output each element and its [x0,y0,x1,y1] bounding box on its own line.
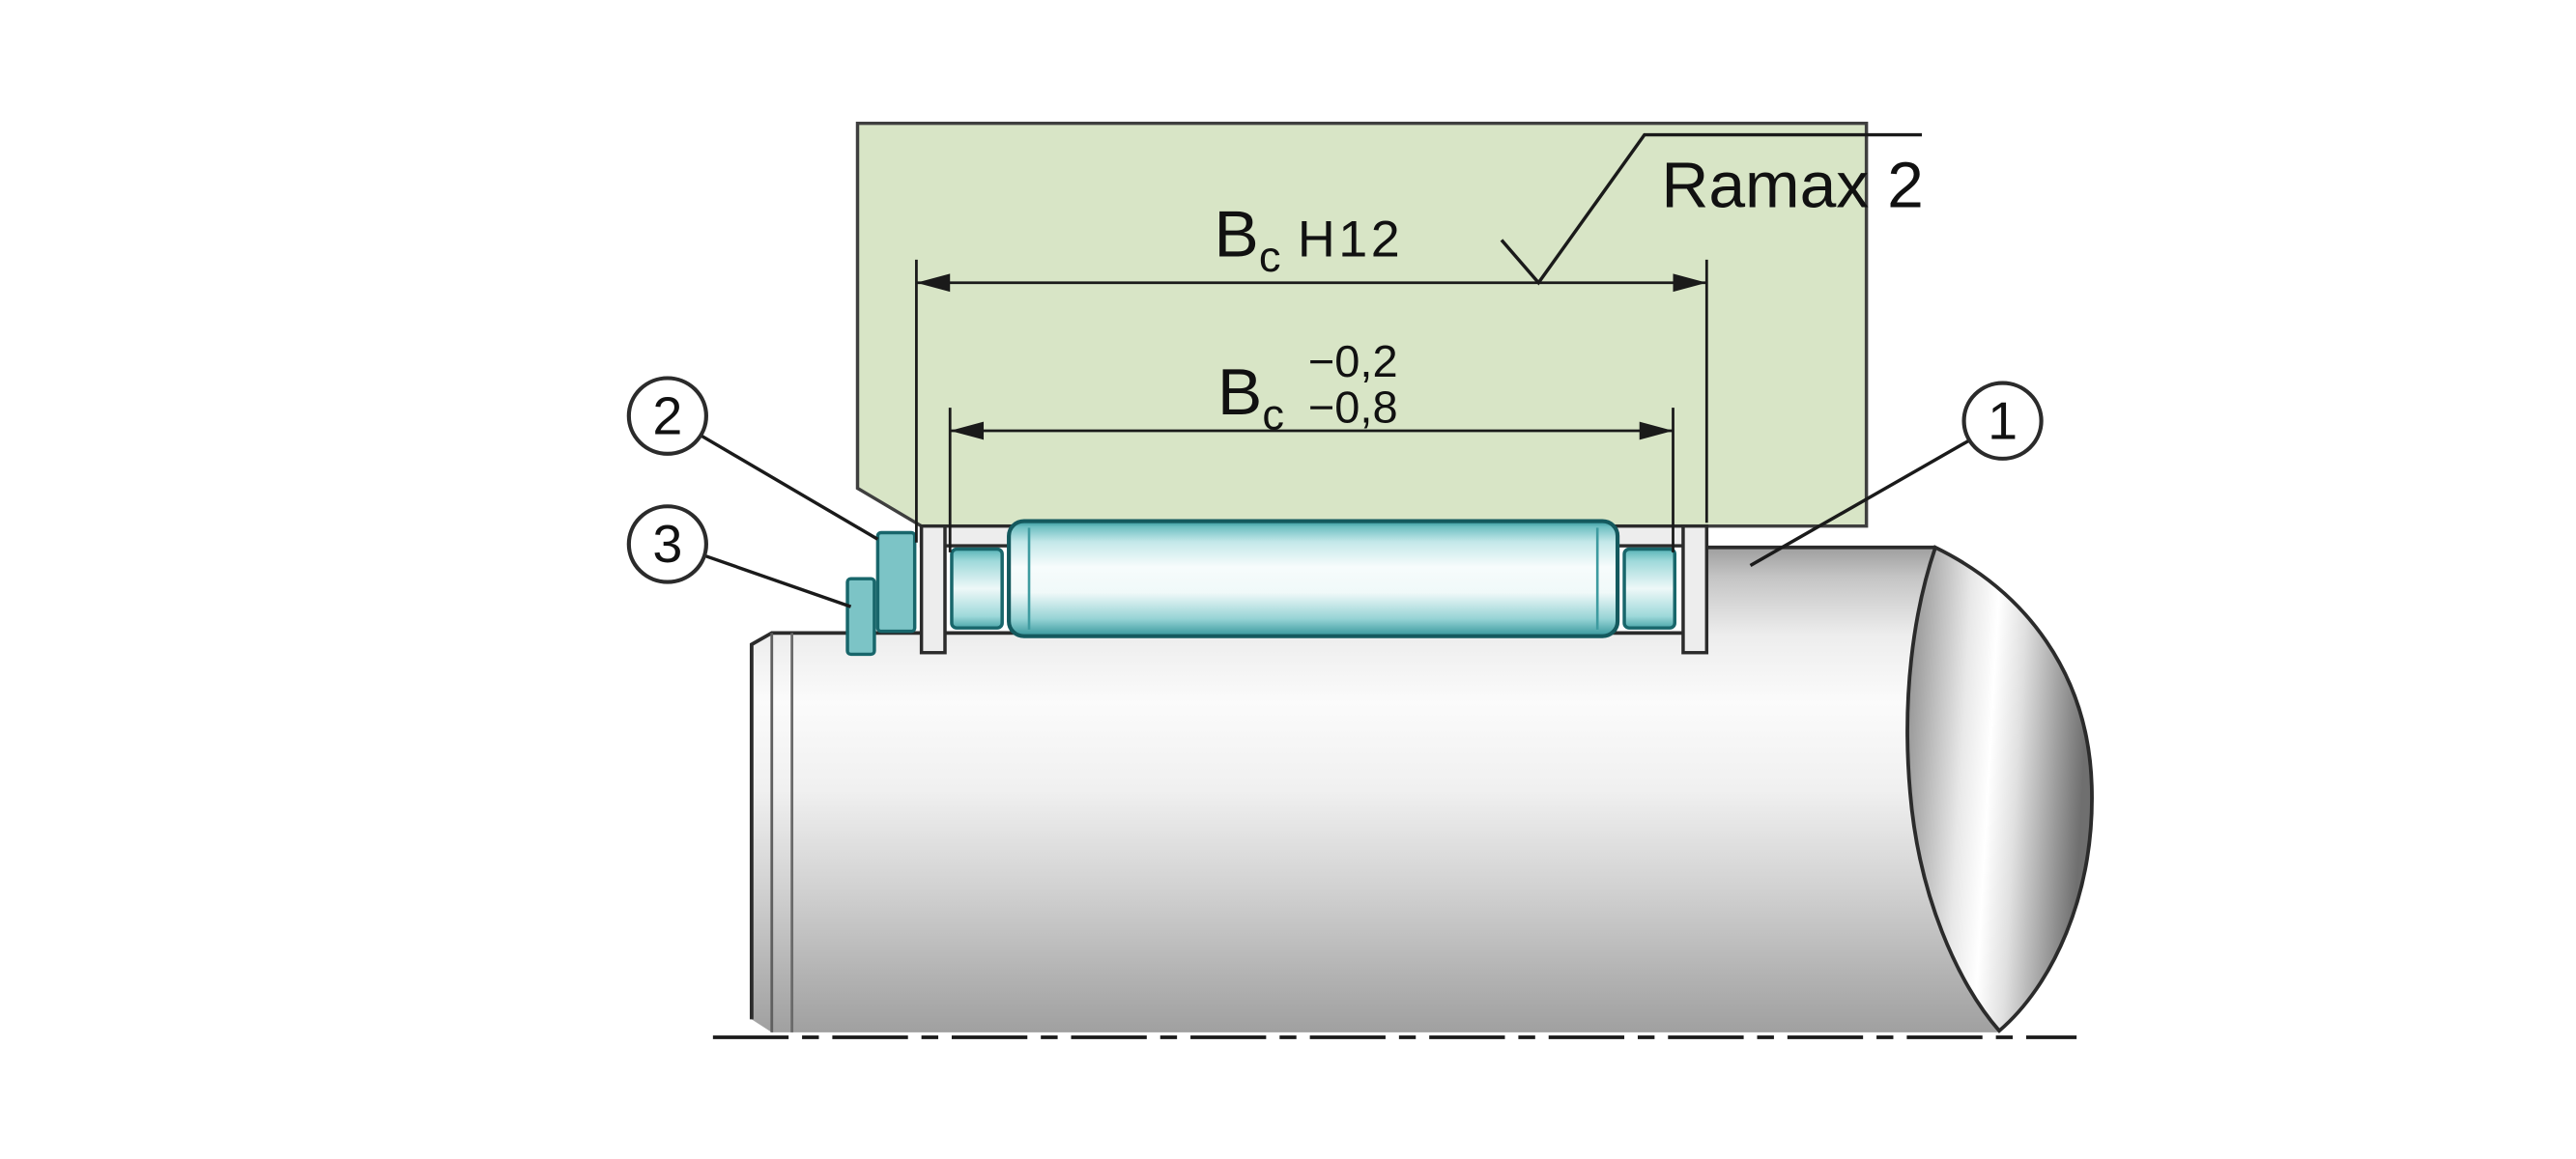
dim-inner-tolerance-lower: −0,8 [1308,382,1398,432]
part-2-ring [875,530,917,634]
surface-roughness-callout: Ramax 2 [1500,132,1924,286]
callout-1-balloon [1961,381,2044,461]
dim-outer-subscript: c [1259,233,1281,280]
needle-bearing [919,519,1709,655]
dim-inner-label: Bc [1217,355,1284,439]
cage-end-left [950,547,1004,630]
callout-2: 2 [626,376,879,541]
arrowhead-right [1639,421,1674,440]
dimension-inner-width: Bc −0,2 −0,8 [948,336,1674,552]
callout-2-number: 2 [652,386,682,445]
locating-parts [845,530,917,657]
callout-1: 1 [1749,381,2044,568]
callout-2-leader [700,434,879,541]
part-3-ring [845,577,876,657]
callout-3-number: 3 [652,515,682,574]
roughness-symbol [1500,132,1923,286]
callout-1-number: 1 [1988,391,2018,450]
cage-end-right [1622,547,1676,630]
callout-2-balloon [626,376,708,456]
roughness-label: Ramax 2 [1661,150,1924,221]
arrowhead-left [916,273,951,293]
arrowhead-left [950,421,985,440]
callout-3-balloon [626,504,708,584]
outer-ring-flange-left [919,523,947,655]
dim-outer-label: Bc H12 [1214,197,1403,281]
dim-inner-subscript: c [1262,391,1284,438]
arrowhead-right [1673,273,1707,293]
dim-inner-tolerance-upper: −0,2 [1308,336,1398,385]
shaft-break-end [1905,545,2094,1033]
shaft [749,545,2094,1033]
dim-outer-symbol: B [1214,197,1258,270]
needle-roller [1007,519,1620,638]
callout-3-leader [703,553,852,608]
callout-3: 3 [626,504,852,608]
dim-inner-symbol: B [1217,355,1262,429]
dimension-outer-width: Bc H12 [915,197,1708,543]
dim-outer-fit: H12 [1298,212,1403,268]
shaft-body [751,547,2000,1032]
outer-ring-flange-right [1681,523,1709,655]
callout-1-leader [1749,438,1970,568]
